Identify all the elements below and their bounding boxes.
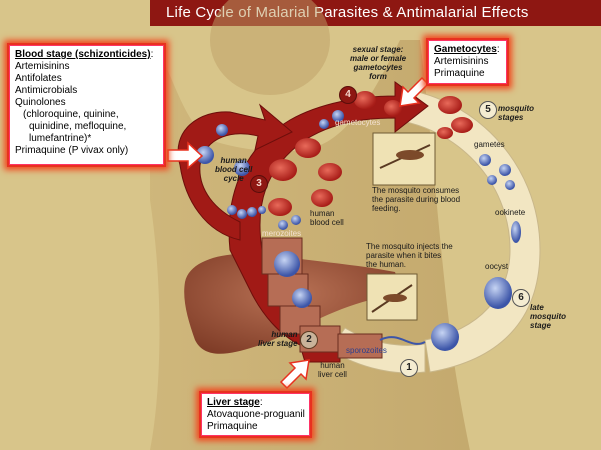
blood-stage-drug: lumefantrine)* bbox=[29, 133, 92, 144]
label-gametes: gametes bbox=[474, 140, 505, 149]
gametocytes-callout: Gametocytes: Artemisinins Primaquine bbox=[426, 38, 509, 86]
label-human-blood-cell: human blood cell bbox=[310, 209, 344, 227]
blood-stage-drug: Primaquine (P vivax only) bbox=[15, 145, 129, 156]
blood-stage-drug: Antimicrobials bbox=[15, 85, 78, 96]
merozoite-clusters bbox=[196, 110, 344, 230]
label-late-mosquito-stage: late mosquito stage bbox=[530, 303, 566, 330]
blood-stage-drug: Artemisinins bbox=[15, 61, 70, 72]
blood-stage-drug: (chloroquine, quinine, bbox=[23, 109, 119, 120]
blood-stage-heading: Blood stage (schizonticides) bbox=[15, 49, 151, 60]
label-sporozoites: sporozoites bbox=[346, 346, 387, 355]
gametocytes-drug: Artemisinins bbox=[434, 56, 489, 67]
gametocytes-drug: Primaquine bbox=[434, 68, 485, 79]
blood-stage-drug: Antifolates bbox=[15, 73, 62, 84]
stage-number-5: 5 bbox=[479, 101, 497, 119]
mosquito-injection-illustration bbox=[366, 273, 418, 321]
mosquito-feeding-illustration bbox=[372, 132, 436, 186]
gametocytes-heading: Gametocytes bbox=[434, 44, 497, 55]
label-mosquito-consumes: The mosquito consumes the parasite durin… bbox=[372, 186, 461, 213]
stage-number-4: 4 bbox=[339, 86, 357, 104]
label-mosquito-injects: The mosquito injects the parasite when i… bbox=[366, 242, 453, 269]
label-merozoites: merozoites bbox=[262, 229, 302, 238]
label-oocyst: oocyst bbox=[485, 262, 509, 271]
label-human-blood-cell-cycle: human blood cell cycle bbox=[215, 156, 253, 183]
arrow-to-liver-stage bbox=[279, 359, 310, 390]
blood-stage-drug: Quinolones bbox=[15, 97, 66, 108]
liver-stage-drug: Primaquine bbox=[207, 421, 258, 432]
label-sexual-stage: sexual stage: male or female gametocytes… bbox=[350, 45, 407, 81]
blood-stage-callout: Blood stage (schizonticides): Artemisini… bbox=[7, 43, 166, 167]
mosquito-stage-forms bbox=[379, 154, 521, 351]
red-blood-cells bbox=[268, 91, 473, 216]
stage-number-2: 2 bbox=[300, 331, 318, 349]
liver-stage-callout: Liver stage: Atovaquone-proguanil Primaq… bbox=[199, 391, 312, 438]
label-ookinete: ookinete bbox=[495, 208, 526, 217]
stage-number-1: 1 bbox=[400, 359, 418, 377]
arrow-to-blood-stage bbox=[167, 141, 204, 170]
liver-stage-heading: Liver stage bbox=[207, 397, 260, 408]
label-human-liver-stage: human liver stage bbox=[258, 330, 298, 348]
blood-stage-drug: quinidine, mefloquine, bbox=[29, 121, 127, 132]
stage-number-3: 3 bbox=[250, 175, 268, 193]
label-human-liver-cell: human liver cell bbox=[318, 361, 347, 379]
label-gametocytes: gametocytes bbox=[335, 118, 381, 127]
arrow-to-gametocytes bbox=[399, 76, 430, 107]
human-head-silhouette bbox=[210, 0, 330, 95]
label-mosquito-stages: mosquito stages bbox=[498, 104, 534, 122]
stage-number-6: 6 bbox=[512, 289, 530, 307]
liver-stage-drug: Atovaquone-proguanil bbox=[207, 409, 305, 420]
